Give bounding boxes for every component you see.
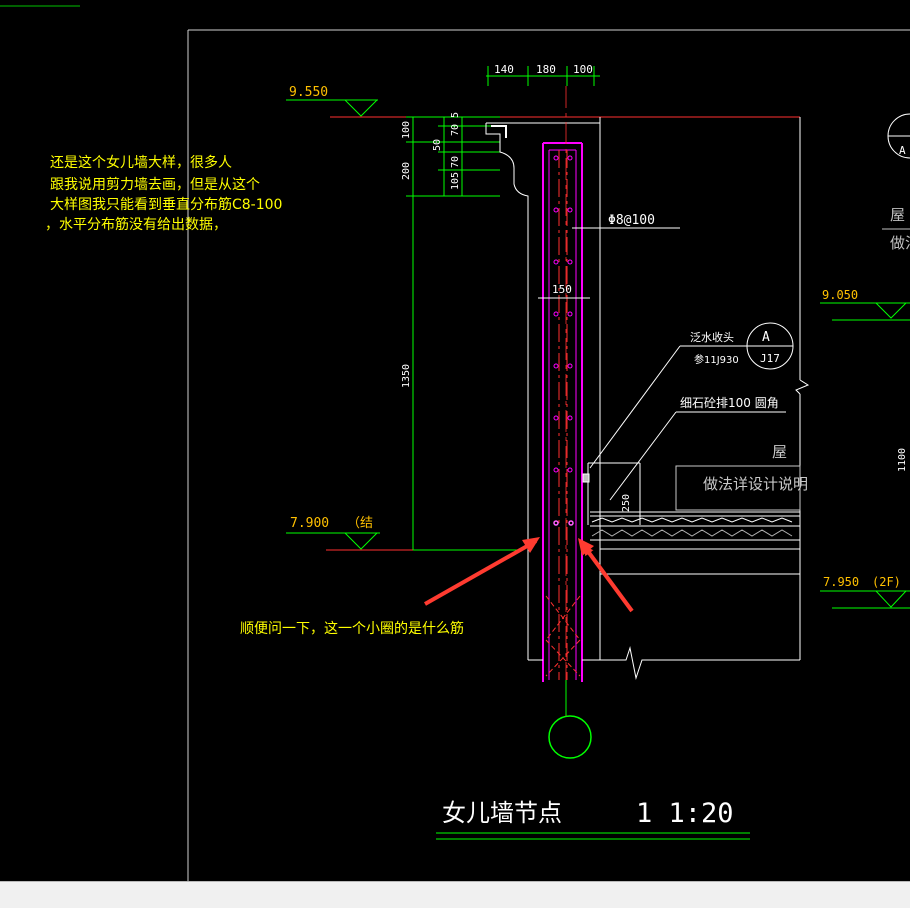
elevation-marker-top: 9.550 xyxy=(286,85,800,118)
axis-bubble xyxy=(548,680,592,759)
flashing-callout: 泛水收头 参11J930 A J17 xyxy=(589,322,794,469)
right-boundary xyxy=(795,117,810,660)
concrete-note: 细石砼排100 圆角 xyxy=(609,396,786,501)
annotation-line-4: ，水平分布筋没有给出数据， xyxy=(45,216,227,233)
concrete-note-text: 细石砼排100 圆角 xyxy=(680,396,779,410)
question-annotation-bottom: 顺便问一下，这一个小圈的是什么筋 xyxy=(240,620,464,637)
elevation-right-lower-note: (2F) xyxy=(872,575,901,589)
dim-left-5: 5 xyxy=(450,112,461,118)
parapet-wall xyxy=(542,86,583,716)
flashing-note: 泛水收头 xyxy=(690,330,734,344)
dim-1100: 1100 xyxy=(897,448,908,472)
dim-180: 180 xyxy=(536,63,556,76)
elevation-right-lower-label: 7.950 xyxy=(823,575,859,589)
question-annotation: 还是这个女儿墙大样，很多人 跟我说用剪力墙去画，但是从这个 大样图我只能看到垂直… xyxy=(45,154,282,233)
elevation-bottom-note: （结 xyxy=(347,516,373,531)
wall-width-dimension: 150 xyxy=(538,283,590,299)
left-dimension-chain xyxy=(406,116,520,551)
sheet-frame xyxy=(187,29,910,881)
roof-layers xyxy=(528,462,800,680)
elevation-top-label: 9.550 xyxy=(289,85,328,100)
elevation-marker-right-upper: 9.050 xyxy=(820,288,910,321)
rebar-label: Φ8@100 xyxy=(608,213,655,228)
corner-callout: A 屋 做法 xyxy=(882,113,910,252)
question-arrows xyxy=(424,537,634,613)
annotation-line-3: 大样图我只能看到垂直分布筋C8-100 xyxy=(50,196,282,213)
drawing-scale-text: 1 1:20 xyxy=(636,798,734,829)
annotation-line-1: 还是这个女儿墙大样，很多人 xyxy=(50,154,232,171)
status-bar xyxy=(0,881,910,908)
rebar-dots xyxy=(553,155,574,526)
dim-100: 100 xyxy=(573,63,593,76)
dim-left-50: 50 xyxy=(432,139,443,151)
right-edge-note: 做法 xyxy=(890,234,910,252)
elevation-right-upper-label: 9.050 xyxy=(822,288,858,302)
drawing-title-text: 女儿墙节点 xyxy=(442,799,562,827)
elevation-bottom-label: 7.900 xyxy=(290,516,329,531)
right-edge-roof-char: 屋 xyxy=(890,206,905,224)
dim-left-200: 200 xyxy=(401,162,412,180)
elevation-marker-bottom: 7.900 （结 xyxy=(286,516,413,551)
flashing-ref: 参11J930 xyxy=(694,353,739,366)
dim-left-70a: 70 xyxy=(450,124,461,136)
dim-140: 140 xyxy=(494,63,514,76)
dim-150: 150 xyxy=(552,283,572,296)
elevation-marker-right-lower: 7.950 (2F) xyxy=(820,575,910,609)
dim-left-105: 105 xyxy=(450,172,461,190)
top-dimensions: 140 180 100 xyxy=(486,63,600,86)
dim-250: 250 xyxy=(621,494,632,512)
annotation-line-2: 跟我说用剪力墙去画，但是从这个 xyxy=(50,176,260,193)
dim-left-100: 100 xyxy=(401,121,412,139)
rebar-callout: Φ8@100 xyxy=(572,213,680,229)
roof-note-text: 做法详设计说明 xyxy=(703,475,808,493)
drawing-title: 女儿墙节点 1 1:20 xyxy=(436,798,750,840)
callout-ref: J17 xyxy=(760,352,780,365)
left-dimension-labels: 100 200 1350 5 70 50 70 105 xyxy=(401,112,461,388)
roof-note: 屋 做法详设计说明 xyxy=(675,443,808,511)
corner-callout-letter: A xyxy=(899,144,906,157)
callout-letter: A xyxy=(762,330,770,345)
roof-char: 屋 xyxy=(772,443,787,461)
dim-left-1350: 1350 xyxy=(401,364,412,388)
dim-left-70b: 70 xyxy=(450,156,461,168)
